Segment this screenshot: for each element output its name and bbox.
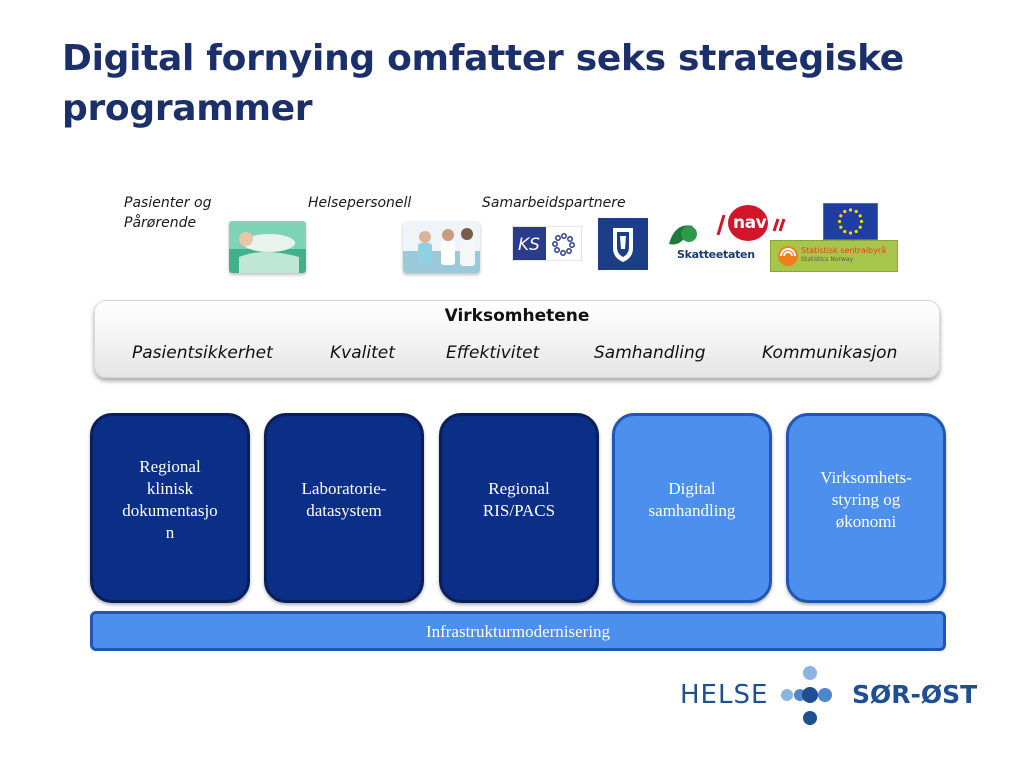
helse-sor-ost-dots-icon <box>775 664 847 728</box>
nav-logo: nav <box>716 201 786 245</box>
infrastructure-bar: Infrastrukturmodernisering <box>90 611 946 651</box>
program-label: Digital samhandling <box>648 479 736 520</box>
skatteetaten-text: Skatteetaten <box>677 248 755 261</box>
program-ris-pacs: Regional RIS/PACS <box>439 413 599 603</box>
nav-text: nav <box>733 213 767 233</box>
program-label: Laboratorie- datasystem <box>301 479 387 520</box>
eu-flag-logo <box>822 202 879 241</box>
program-label: Regional klinisk dokumentasjo n <box>122 457 218 542</box>
partners-label: Samarbeidspartnere <box>482 195 626 211</box>
pillar-communication: Kommunikasjon <box>762 343 898 363</box>
coat-of-arms-logo <box>598 218 648 270</box>
brand-sor-ost-text: SØR-ØST <box>852 680 978 709</box>
brand-helse-text: HELSE <box>680 680 769 710</box>
pillar-quality: Kvalitet <box>330 343 395 363</box>
program-laboratory-system: Laboratorie- datasystem <box>264 413 424 603</box>
program-label: Virksomhets- styring og økonomi <box>820 468 912 531</box>
program-business-management: Virksomhets- styring og økonomi <box>786 413 946 603</box>
enterprises-panel: Virksomhetene Pasientsikkerhet Kvalitet … <box>94 300 940 378</box>
ks-logo: KS <box>511 225 583 262</box>
ssb-logo: Statistisk sentralbyrå Statistics Norway <box>770 240 898 272</box>
program-label: Regional RIS/PACS <box>482 479 556 520</box>
slide-title: Digital fornying omfatter seks strategis… <box>62 38 904 129</box>
skatteetaten-logo: Skatteetaten <box>663 220 755 268</box>
pillar-efficiency: Effektivitet <box>446 343 540 363</box>
svg-text:KS: KS <box>518 235 540 255</box>
ssb-symbol-icon <box>778 246 798 266</box>
staff-label: Helsepersonell <box>308 195 412 211</box>
patient-photo <box>229 221 306 273</box>
program-digital-collaboration: Digital samhandling <box>612 413 772 603</box>
pillar-collaboration: Samhandling <box>594 343 706 363</box>
staff-photo <box>403 221 480 273</box>
ssb-subtext: Statistics Norway <box>801 256 854 263</box>
enterprises-title: Virksomhetene <box>444 306 590 326</box>
ssb-text: Statistisk sentralbyrå <box>801 246 887 255</box>
pillar-patient-safety: Pasientsikkerhet <box>132 343 273 363</box>
program-clinical-documentation: Regional klinisk dokumentasjo n <box>90 413 250 603</box>
patients-label: Pasienter og Pårørende <box>124 195 212 231</box>
